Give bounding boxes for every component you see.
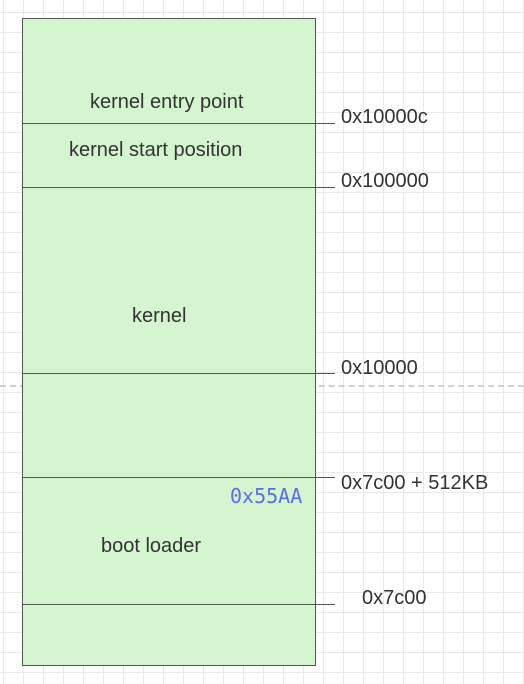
boundary-line-boot-bottom bbox=[23, 604, 335, 605]
address-kernel-entry: 0x10000c bbox=[341, 106, 428, 128]
region-boot-loader: boot loader bbox=[101, 535, 202, 557]
boundary-line-kernel bbox=[23, 373, 335, 374]
boundary-line-start bbox=[23, 187, 335, 188]
address-boot-loader-end: 0x7c00 + 512KB bbox=[341, 472, 489, 494]
memory-map-block[interactable] bbox=[22, 18, 316, 666]
address-kernel-start: 0x100000 bbox=[341, 170, 429, 192]
address-kernel-base: 0x10000 bbox=[341, 357, 418, 379]
region-kernel-start-position: kernel start position bbox=[69, 139, 243, 161]
boundary-line-boot-top bbox=[23, 477, 335, 478]
region-kernel: kernel bbox=[132, 305, 187, 327]
boot-signature-marker: 0x55AA bbox=[230, 484, 303, 508]
region-kernel-entry-point: kernel entry point bbox=[90, 91, 244, 113]
address-boot-loader-start: 0x7c00 bbox=[362, 587, 427, 609]
top-cut-text bbox=[0, 0, 524, 5]
boundary-line-entry bbox=[23, 123, 335, 124]
